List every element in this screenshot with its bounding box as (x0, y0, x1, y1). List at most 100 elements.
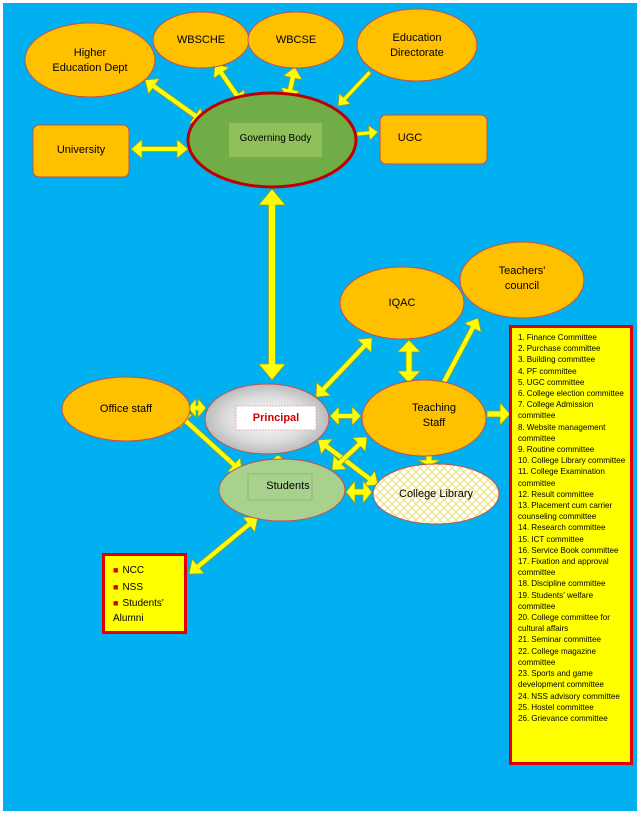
committee-item: 10.College Library committee (518, 455, 626, 466)
committee-item: 1.Finance Committee (518, 332, 626, 343)
arrow-education-directorate-governing (337, 70, 373, 107)
committee-name: Research committee (531, 523, 606, 533)
committee-number: 10. (518, 456, 530, 466)
committee-name: Students' welfare committee (518, 590, 594, 611)
committee-number: 17. (518, 557, 530, 567)
committee-number: 21. (518, 635, 530, 645)
committee-number: 23. (518, 669, 530, 679)
committee-number: 7. (518, 400, 525, 410)
committee-name: College magazine committee (518, 646, 597, 667)
student-body-label: NSS (122, 582, 143, 593)
committee-item: 15.ICT committee (518, 534, 626, 545)
node-education-directorate (356, 8, 478, 82)
committee-number: 15. (518, 534, 530, 544)
label-teaching-staff: Teaching Staff (411, 402, 457, 429)
arrow-principal-iqac (315, 337, 373, 398)
committee-name: College Admission committee (518, 400, 594, 421)
committee-item: 22.College magazine committee (518, 646, 626, 668)
students-label-box (247, 473, 313, 501)
label-principal: Principal (252, 412, 300, 424)
committee-number: 22. (518, 646, 530, 656)
committee-name: Result committee (531, 489, 594, 499)
committee-name: Finance Committee (526, 333, 597, 342)
student-body-label: Students' Alumni (113, 598, 164, 624)
committee-item: 9.Routine committee (518, 444, 626, 455)
committee-number: 6. (518, 389, 525, 399)
committee-name: College Examination committee (518, 467, 605, 488)
label-students: Students (266, 480, 310, 492)
arrow-teaching-teachers-council (441, 317, 482, 384)
committee-item: 24.NSS advisory committee (518, 691, 626, 702)
committee-item: 3.Building committee (518, 354, 626, 365)
committee-number: 11. (518, 467, 529, 477)
node-teaching-staff (361, 379, 487, 457)
committee-item: 19.Students' welfare committee (518, 590, 626, 612)
arrow-governing-principal (257, 188, 287, 381)
committee-number: 19. (518, 590, 530, 600)
committee-name: ICT committee (531, 534, 584, 544)
committee-number: 14. (518, 523, 530, 533)
committee-number: 13. (518, 501, 530, 511)
committee-number: 25. (518, 702, 530, 712)
label-university: University (56, 144, 106, 156)
committee-item: 13.Placement cum carrier counseling comm… (518, 500, 626, 522)
student-body-label: NCC (122, 565, 145, 576)
committee-item: 6.College election committee (518, 388, 626, 399)
label-wbsche: WBSCHE (176, 34, 226, 46)
bullet-icon: ■ (113, 565, 119, 575)
label-iqac: IQAC (388, 297, 416, 309)
committee-item: 12.Result committee (518, 489, 626, 500)
committee-number: 20. (518, 613, 530, 623)
committee-number: 24. (518, 691, 530, 701)
arrow-students-library (345, 479, 373, 505)
arrow-governing-ugc (356, 124, 379, 142)
committee-name: Purchase committee (526, 344, 601, 354)
committee-item: 18.Discipline committee (518, 578, 626, 589)
committee-name: Discipline committee (531, 579, 606, 589)
label-wbcse: WBCSE (275, 34, 317, 46)
student-body-item: ■NCC (113, 562, 180, 579)
principal-label-box (235, 405, 317, 431)
committee-item: 21.Seminar committee (518, 634, 626, 645)
label-governing-body: Governing Body (239, 133, 312, 144)
committee-name: Hostel committee (531, 702, 594, 712)
node-iqac (339, 266, 465, 340)
committee-item: 25.Hostel committee (518, 702, 626, 713)
committee-item: 14.Research committee (518, 522, 626, 533)
governing-body-label-box (229, 123, 322, 157)
committee-number: 1. (518, 333, 525, 342)
committee-name: Fixation and approval committee (518, 557, 609, 578)
committee-name: Service Book committee (531, 545, 619, 555)
committee-number: 9. (518, 445, 525, 455)
committee-item: 7.College Admission committee (518, 399, 626, 421)
label-teachers-council: Teachers' council (498, 265, 546, 292)
committee-name: NSS advisory committee (531, 691, 620, 701)
arrow-principal-teaching (329, 405, 362, 427)
node-ugc (379, 114, 488, 165)
bullet-icon: ■ (113, 598, 119, 608)
node-wbcse (247, 11, 345, 69)
node-higher-education-dept (24, 22, 156, 98)
student-body-item: ■NSS (113, 579, 180, 596)
committee-name: College Library committee (531, 456, 626, 466)
committee-name: Grievance committee (531, 713, 608, 723)
committee-number: 16. (518, 545, 530, 555)
committee-item: 16.Service Book committee (518, 545, 626, 556)
bullet-icon: ■ (113, 582, 119, 592)
committee-name: Routine committee (526, 445, 595, 455)
committee-item: 23.Sports and game development committee (518, 668, 626, 690)
committee-name: UGC committee (526, 377, 585, 387)
arrow-teaching-committees (486, 401, 511, 427)
committee-item: 4.PF committee (518, 366, 626, 377)
committee-number: 3. (518, 355, 525, 365)
node-college-library (372, 463, 500, 525)
committee-name: PF committee (526, 366, 577, 376)
committee-item: 11.College Examination committee (518, 466, 626, 488)
committee-item: 8.Website management committee (518, 422, 626, 444)
committee-number: 26. (518, 713, 530, 723)
arrow-office-principal (187, 397, 207, 419)
label-ugc: UGC (397, 132, 423, 144)
committee-number: 8. (518, 422, 525, 432)
